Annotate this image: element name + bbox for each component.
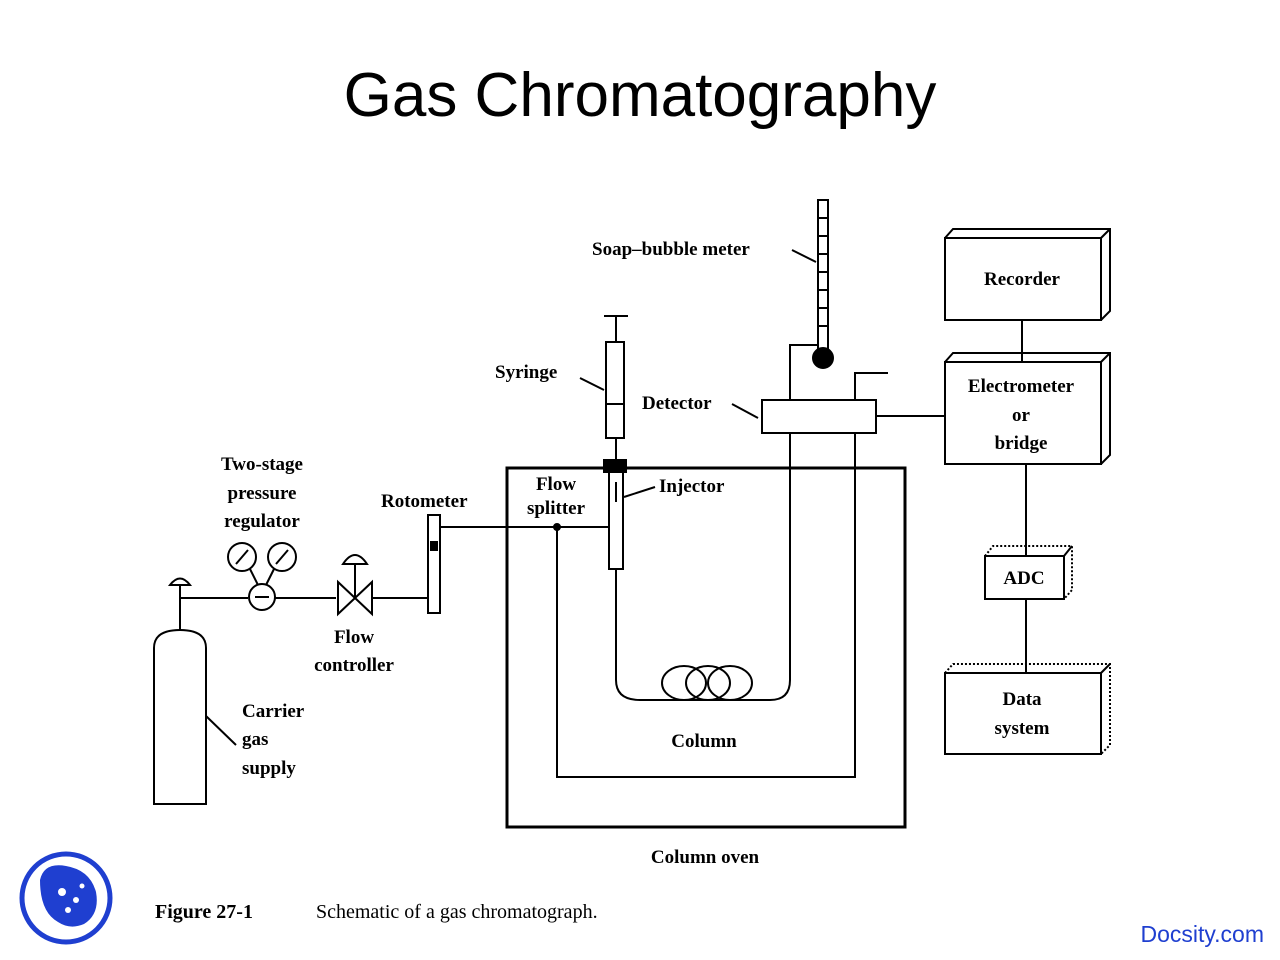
- label-rotometer: Rotometer: [381, 491, 468, 512]
- label-flow-controller-1: Flow: [334, 627, 374, 648]
- label-or: or: [1012, 405, 1031, 426]
- label-two-stage: Two-stage: [221, 454, 303, 475]
- column-coil: [615, 344, 822, 701]
- injector: [603, 459, 627, 570]
- label-soap-bubble-meter: Soap–bubble meter: [592, 239, 750, 260]
- soap-bubble-meter: [812, 199, 834, 369]
- label-injector: Injector: [659, 476, 725, 497]
- label-data: Data: [1002, 689, 1042, 710]
- flow-controller: [337, 554, 428, 617]
- label-electrometer: Electrometer: [968, 376, 1075, 397]
- page-title: Gas Chromatography: [343, 61, 937, 130]
- label-column: Column: [671, 731, 737, 752]
- label-detector: Detector: [642, 393, 712, 414]
- adc-box: [984, 545, 1073, 673]
- label-adc: ADC: [1003, 568, 1044, 589]
- electrometer-box: [944, 352, 1111, 556]
- label-bridge: bridge: [995, 433, 1048, 454]
- leader-arrows: [205, 249, 817, 746]
- figure-caption: Schematic of a gas chromatograph.: [316, 901, 598, 923]
- label-supply: supply: [242, 758, 296, 779]
- label-pressure: pressure: [228, 483, 297, 504]
- column-oven-box: [505, 466, 907, 829]
- label-flow-controller-2: controller: [314, 655, 394, 676]
- recorder-box: [944, 228, 1111, 362]
- label-system: system: [995, 718, 1050, 739]
- docsity-logo: [19, 851, 113, 945]
- label-recorder: Recorder: [984, 269, 1061, 290]
- label-flow: Flow: [536, 474, 576, 495]
- figure-number: Figure 27-1: [155, 901, 253, 923]
- carrier-gas-cylinder: [153, 577, 248, 805]
- syringe: [604, 315, 628, 460]
- pressure-regulator: [227, 542, 336, 611]
- label-regulator: regulator: [224, 511, 300, 532]
- split-line: [553, 432, 856, 778]
- detector: [761, 372, 946, 434]
- label-syringe: Syringe: [495, 362, 557, 383]
- rotometer: [427, 514, 612, 614]
- docsity-link[interactable]: Docsity.com: [1140, 921, 1264, 947]
- label-splitter: splitter: [527, 498, 586, 519]
- label-gas: gas: [242, 729, 268, 750]
- label-carrier: Carrier: [242, 701, 305, 722]
- data-system-box: [944, 663, 1111, 755]
- label-column-oven: Column oven: [651, 847, 760, 868]
